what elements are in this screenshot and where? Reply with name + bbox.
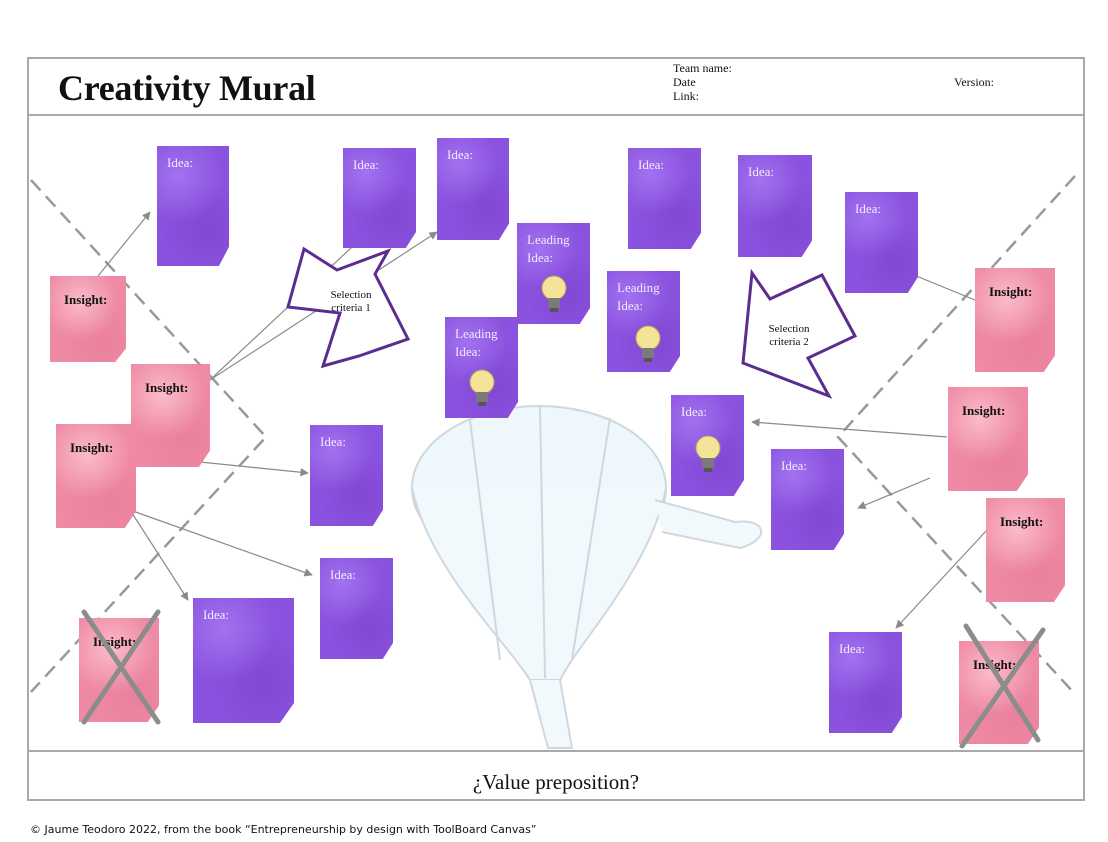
- idea-note[interactable]: Idea:: [771, 449, 844, 550]
- insight-note[interactable]: Insight:: [131, 364, 210, 467]
- insight-note[interactable]: Insight:: [50, 276, 126, 362]
- insight-note[interactable]: Insight:: [56, 424, 136, 528]
- idea-note[interactable]: Idea:: [320, 558, 393, 659]
- lightbulb-icon: [693, 433, 723, 477]
- copyright-text: © Jaume Teodoro 2022, from the book “Ent…: [30, 823, 537, 836]
- date-field[interactable]: Date: [673, 75, 732, 89]
- idea-note[interactable]: Idea:: [845, 192, 918, 293]
- lightbulb-icon: [633, 323, 663, 367]
- insight-note[interactable]: Insight:: [975, 268, 1055, 372]
- discarded-insight-note[interactable]: Insight:: [959, 641, 1039, 744]
- idea-note[interactable]: Idea:: [310, 425, 383, 526]
- idea-note[interactable]: Idea:: [437, 138, 509, 240]
- idea-note[interactable]: Idea:: [157, 146, 229, 266]
- version-field[interactable]: Version:: [954, 75, 994, 90]
- team-name-field[interactable]: Team name:: [673, 61, 732, 75]
- idea-note[interactable]: Idea:: [343, 148, 416, 248]
- lightbulb-icon: [467, 367, 497, 411]
- page-title: Creativity Mural: [58, 67, 315, 109]
- discarded-insight-note[interactable]: Insight:: [79, 618, 159, 722]
- insight-note[interactable]: Insight:: [986, 498, 1065, 602]
- lightbulb-icon: [539, 273, 569, 317]
- value-proposition[interactable]: ¿Value preposition?: [29, 770, 1083, 795]
- meta-fields: Team name: Date Link:: [673, 61, 732, 103]
- idea-note[interactable]: Idea:: [829, 632, 902, 733]
- header-bar: Creativity Mural Team name: Date Link: V…: [29, 59, 1083, 116]
- idea-note[interactable]: Idea:: [628, 148, 701, 249]
- link-field[interactable]: Link:: [673, 89, 732, 103]
- idea-note-with-bulb[interactable]: Idea:: [671, 395, 744, 496]
- footer-bar: ¿Value preposition?: [29, 750, 1083, 799]
- idea-note[interactable]: Idea:: [193, 598, 294, 723]
- idea-note[interactable]: Idea:: [738, 155, 812, 257]
- insight-note[interactable]: Insight:: [948, 387, 1028, 491]
